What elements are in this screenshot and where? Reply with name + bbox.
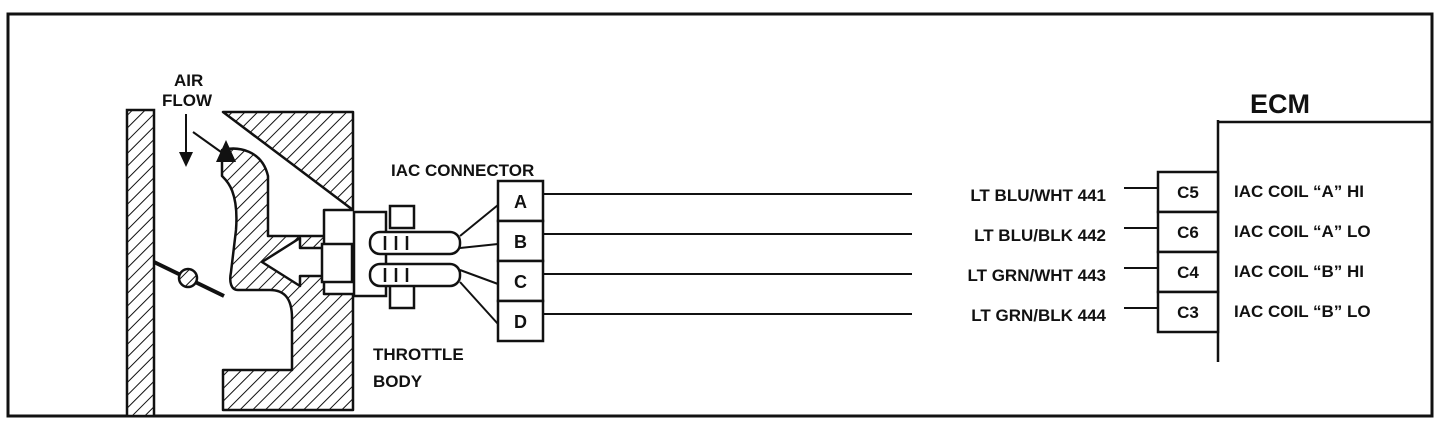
ecm-terminal-label-c5: C5 (1177, 183, 1199, 202)
throttle-shaft (177, 267, 199, 289)
ecm-terminal-box-c5 (1156, 170, 1220, 214)
wire-label-a: LT BLU/WHT 441 (970, 186, 1106, 205)
wire-label-c: LT GRN/WHT 443 (967, 266, 1106, 285)
air-flow-arrow-bypass (192, 131, 222, 153)
throttle-bore-left-wall (125, 108, 156, 418)
diagram-frame (6, 12, 1434, 418)
ecm-terminal-label-c4: C4 (1177, 263, 1199, 282)
throttle-body-label-line1: THROTTLE (373, 345, 464, 364)
iac-valve-body (320, 242, 354, 284)
connector-pin-label-b: B (514, 232, 527, 252)
ecm-function-label-c4: IAC COIL “B” HI (1234, 262, 1364, 281)
ecm-label: ECM (1250, 89, 1310, 119)
ecm-terminal-box-c3 (1156, 290, 1220, 334)
wire-label-d: LT GRN/BLK 444 (971, 306, 1106, 325)
connector-pin-label-c: C (514, 272, 527, 292)
ecm-function-label-c3: IAC COIL “B” LO (1234, 302, 1371, 321)
ecm-terminal-label-c3: C3 (1177, 303, 1199, 322)
iac-connector-plug (352, 204, 462, 310)
wire-harness: A LT BLU/WHT 441 C5 IAC COIL “A” HI B LT BLU/… (496, 170, 1371, 343)
wire-label-b: LT BLU/BLK 442 (974, 226, 1106, 245)
air-flow-label-line1: AIR (174, 71, 203, 90)
connector-pin-label-d: D (514, 312, 527, 332)
ecm-terminal-box-c4 (1156, 250, 1220, 294)
connector-pin-box-d (496, 299, 545, 343)
ecm-function-label-c6: IAC COIL “A” LO (1234, 222, 1371, 241)
iac-connector-label: IAC CONNECTOR (391, 161, 534, 180)
connector-leads (459, 204, 499, 325)
ecm-function-label-c5: IAC COIL “A” HI (1234, 182, 1364, 201)
ecm-terminal-box-c6 (1156, 210, 1220, 254)
throttle-body-label-line2: BODY (373, 372, 423, 391)
ecm-terminal-label-c6: C6 (1177, 223, 1199, 242)
connector-pin-box-c (496, 259, 545, 303)
connector-pin-label-a: A (514, 192, 527, 212)
connector-pin-box-b (496, 219, 545, 263)
air-flow-label-line2: FLOW (162, 91, 213, 110)
